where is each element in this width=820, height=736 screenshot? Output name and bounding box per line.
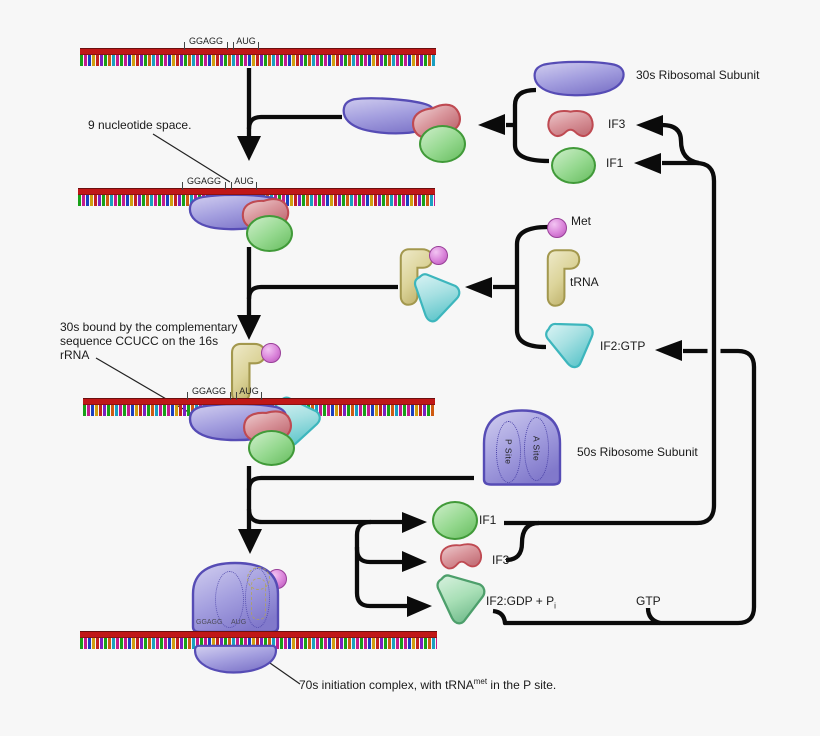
seq-tick [184,42,185,50]
annotation-nucleotide-space: 9 nucleotide space. [88,118,192,132]
release-if1-line [246,508,403,525]
met-shape [547,218,567,238]
release-if3-line [354,519,403,565]
trna-70s-outline [247,567,270,590]
ribosome-30s-shape [533,60,625,97]
if3-top-branch [661,122,700,166]
arrowhead-left-ternary [465,277,492,298]
p-site-outline: P Site [496,421,521,483]
arrowhead-left-if3-top [636,115,663,136]
if3-label: IF3 [608,117,626,131]
shine-dalgarno-label: GGAGG [191,386,226,396]
arrowhead-down-2 [237,315,261,340]
pointer-nucleotide-space [152,133,231,183]
if1-shape [419,125,466,163]
arrowhead-right-if1 [402,512,427,533]
start-codon-label: AUG [239,386,259,396]
released-if1-label: IF1 [479,513,497,527]
seq-tick [182,182,183,190]
if2-gtp-shape [543,317,599,372]
annotation-bound-16s: 30s bound by the complementary sequence … [60,320,238,362]
mrna-bases [80,636,437,649]
mrna-strand-1: GGAGG AUG [80,36,436,66]
if1-if3-recycle-line [504,160,717,526]
met-shape [261,343,281,363]
if1-shape [551,147,596,184]
p-site-label: P Site [503,439,514,465]
mrna-backbone [83,398,435,405]
arrowhead-left-if1-top [634,153,661,174]
ribosome-50s-shape [482,409,562,486]
if3-bottom-branch [505,520,540,563]
arrowhead-right-if3 [402,551,427,572]
release-if2-line [354,547,408,609]
shine-dalgarno-label: GGAGG [188,36,223,46]
met-shape [429,246,448,265]
arrowhead-left-stage1 [478,114,505,135]
if1-shape [246,215,293,252]
if1-label: IF1 [606,156,624,170]
a-site-outline: A Site [524,417,549,481]
mrna-strand-4 [80,631,437,661]
seq-tick [236,392,237,400]
released-if3-shape [438,542,483,571]
seq-tick [227,42,228,50]
ribosome-30s-of-70s-shape [193,644,278,674]
step2-merge-line [246,284,398,300]
mrna-backbone [80,631,437,638]
arrowhead-down-1 [237,136,261,161]
p-site-70s-outline [215,571,244,628]
annotation-70s-complex: 70s initiation complex, with tRNAmet in … [299,677,557,692]
seq-tick [187,392,188,400]
if2-gtp-label: IF2:GTP [600,339,646,353]
seq-tick [225,182,226,190]
met-label: Met [571,214,592,228]
seq-tick [231,182,232,190]
gtp-join-line [645,607,661,626]
released-if3-label: IF3 [492,553,510,567]
seq-tick [261,392,262,400]
released-if2-gdp-label: IF2:GDP + Pi [486,594,556,611]
ribosome-50s-label: 50s Ribosome Subunit [577,445,698,459]
ribosome-30s-label: 30s Ribosomal Subunit [636,68,760,82]
trna-70s-stem-outline [251,578,266,620]
50s-merge-line [246,475,474,491]
arrowhead-down-3 [238,529,262,554]
if2-recycle-line [492,348,757,626]
seq-tick [256,182,257,190]
a-site-label: A Site [531,436,542,462]
shine-dalgarno-70s-label: GGAGG [196,619,223,626]
if2-gtp-shape [406,271,463,327]
shine-dalgarno-label: GGAGG [186,176,221,186]
if3-shape [547,109,594,138]
seq-tick [258,42,259,50]
arrowhead-right-if2 [407,596,432,617]
released-if1-shape [432,501,478,540]
mrna-bases [80,53,436,66]
gtp-label: GTP [636,594,661,608]
start-codon-70s-label: AUG [231,619,247,626]
trna-label: tRNA [570,275,599,289]
step1-merge-line [246,114,342,130]
seq-tick [230,392,231,400]
if1-shape [248,430,295,466]
seq-tick [233,42,234,50]
released-if2-gdp-shape [432,573,487,627]
start-codon-label: AUG [234,176,254,186]
start-codon-label: AUG [236,36,256,46]
arrowhead-left-if2gtp [655,340,682,361]
